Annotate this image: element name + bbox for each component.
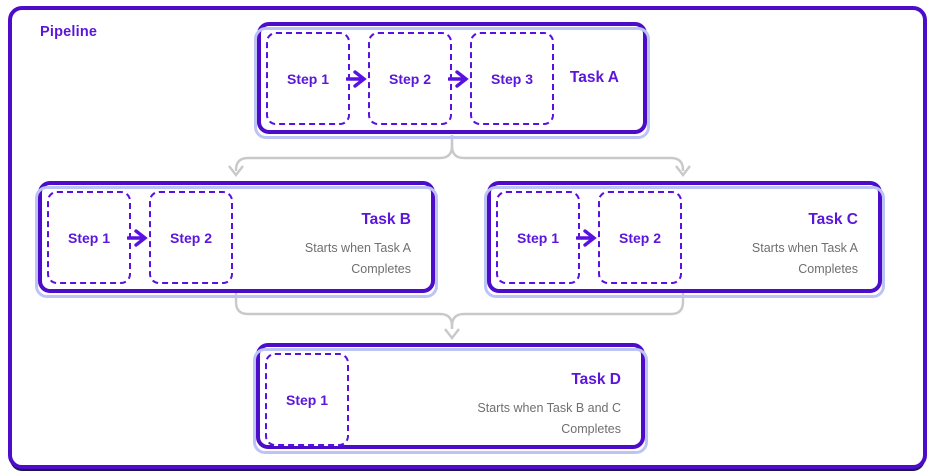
task-a-label: Task A [569,69,619,86]
task-d-note: Starts when Task B and C Completes [477,401,621,436]
right-arrow-icon [576,228,597,247]
right-arrow-icon [346,69,367,88]
right-arrow-icon [127,228,148,247]
task-d-label: Task D [571,371,621,388]
task-d-steps: Step 1 [265,353,349,446]
task-d-card: Step 1 Task D Starts when Task B and C C… [253,343,648,454]
task-d-label-block: Task D Starts when Task B and C Complete… [436,371,621,440]
task-b-step-node: Step 1 [47,191,131,284]
task-c-note: Starts when Task A Completes [751,241,858,276]
task-b-label: Task B [361,211,411,228]
task-b-label-block: Task B Starts when Task A Completes [251,211,411,280]
pipeline-title: Pipeline [40,24,98,40]
task-c-step-node: Step 1 [496,191,580,284]
task-a-step-node: Step 2 [368,32,452,125]
task-a-step-node: Step 1 [266,32,350,125]
task-b-note: Starts when Task A Completes [304,241,411,276]
task-d-step-node: Step 1 [265,353,349,446]
right-arrow-icon [448,69,469,88]
task-a-step-node: Step 3 [470,32,554,125]
task-c-label: Task C [808,211,858,228]
task-b-step-node: Step 2 [149,191,233,284]
task-c-label-block: Task C Starts when Task A Completes [698,211,858,280]
task-c-step-node: Step 2 [598,191,682,284]
